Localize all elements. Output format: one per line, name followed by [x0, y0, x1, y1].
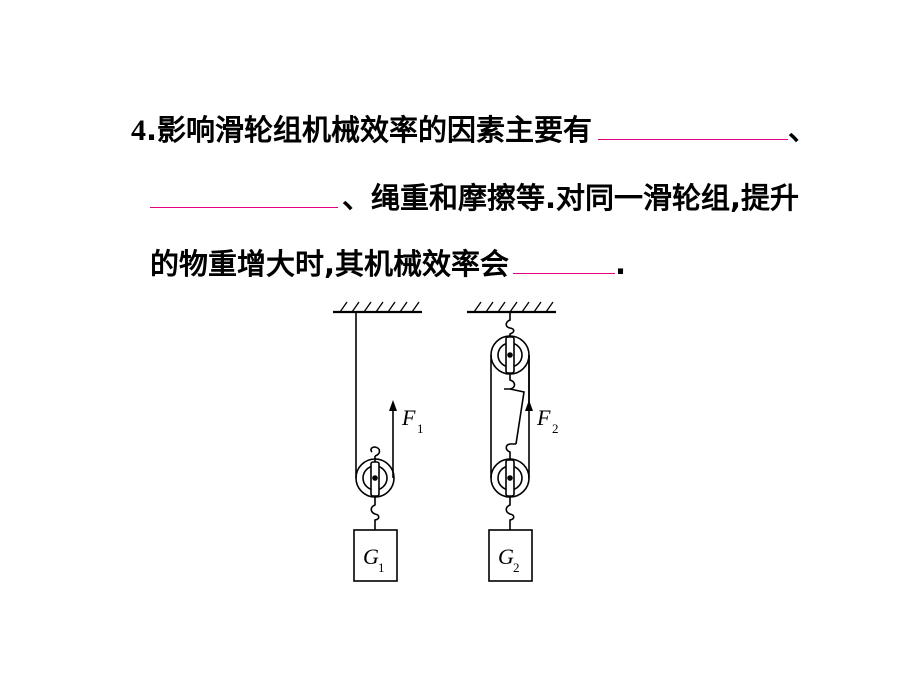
punct-comma: 、: [788, 113, 818, 147]
rope-right-diagonal: [509, 388, 525, 445]
ceiling-hatch-left: [339, 301, 420, 313]
question-line-2: 、绳重和摩擦等.对同一滑轮组,提升: [150, 184, 799, 213]
question-text-1: .影响滑轮组机械效率的因素主要有: [146, 113, 593, 147]
force-label-left: F: [401, 405, 416, 430]
weight-label-left: G: [363, 544, 379, 569]
hook-fixed-bottom: [504, 373, 516, 390]
punct-period: .: [615, 247, 627, 281]
hook-ceiling-right: [505, 312, 515, 337]
movable-pulley-axle: [507, 475, 513, 481]
question-number: 4: [131, 114, 146, 147]
left-pulley-system: [333, 301, 422, 582]
hook-bottom-right: [505, 496, 515, 530]
pulley-axle-left: [372, 475, 378, 481]
fixed-pulley-axle: [507, 352, 513, 358]
force-sub-left: 1: [417, 421, 424, 436]
question-text-2: 、绳重和摩擦等.对同一滑轮组,提升: [342, 181, 800, 215]
force-label-right: F: [536, 405, 551, 430]
answer-blank-2[interactable]: [150, 206, 338, 208]
weight-label-right: G: [498, 544, 514, 569]
hook-movable-top: [505, 443, 516, 460]
question-line-1: 4.影响滑轮组机械效率的因素主要有 、: [131, 116, 817, 146]
weight-sub-left: 1: [378, 560, 385, 575]
weight-box-right: [488, 529, 533, 582]
question-line-3: 的物重增大时,其机械效率会.: [150, 250, 626, 279]
answer-blank-3[interactable]: [513, 272, 616, 274]
force-arrow-right: [525, 400, 533, 411]
weight-box-left: [353, 529, 398, 582]
hook-bottom-left: [370, 496, 380, 530]
question-text-3: 的物重增大时,其机械效率会: [150, 247, 510, 281]
force-arrow-left: [389, 400, 397, 411]
ceiling-hatch-right: [473, 301, 554, 313]
weight-sub-right: 2: [513, 560, 520, 575]
hook-top-left: [370, 446, 381, 462]
answer-blank-1[interactable]: [598, 138, 789, 140]
force-sub-right: 2: [552, 421, 559, 436]
right-pulley-system: [467, 301, 556, 582]
